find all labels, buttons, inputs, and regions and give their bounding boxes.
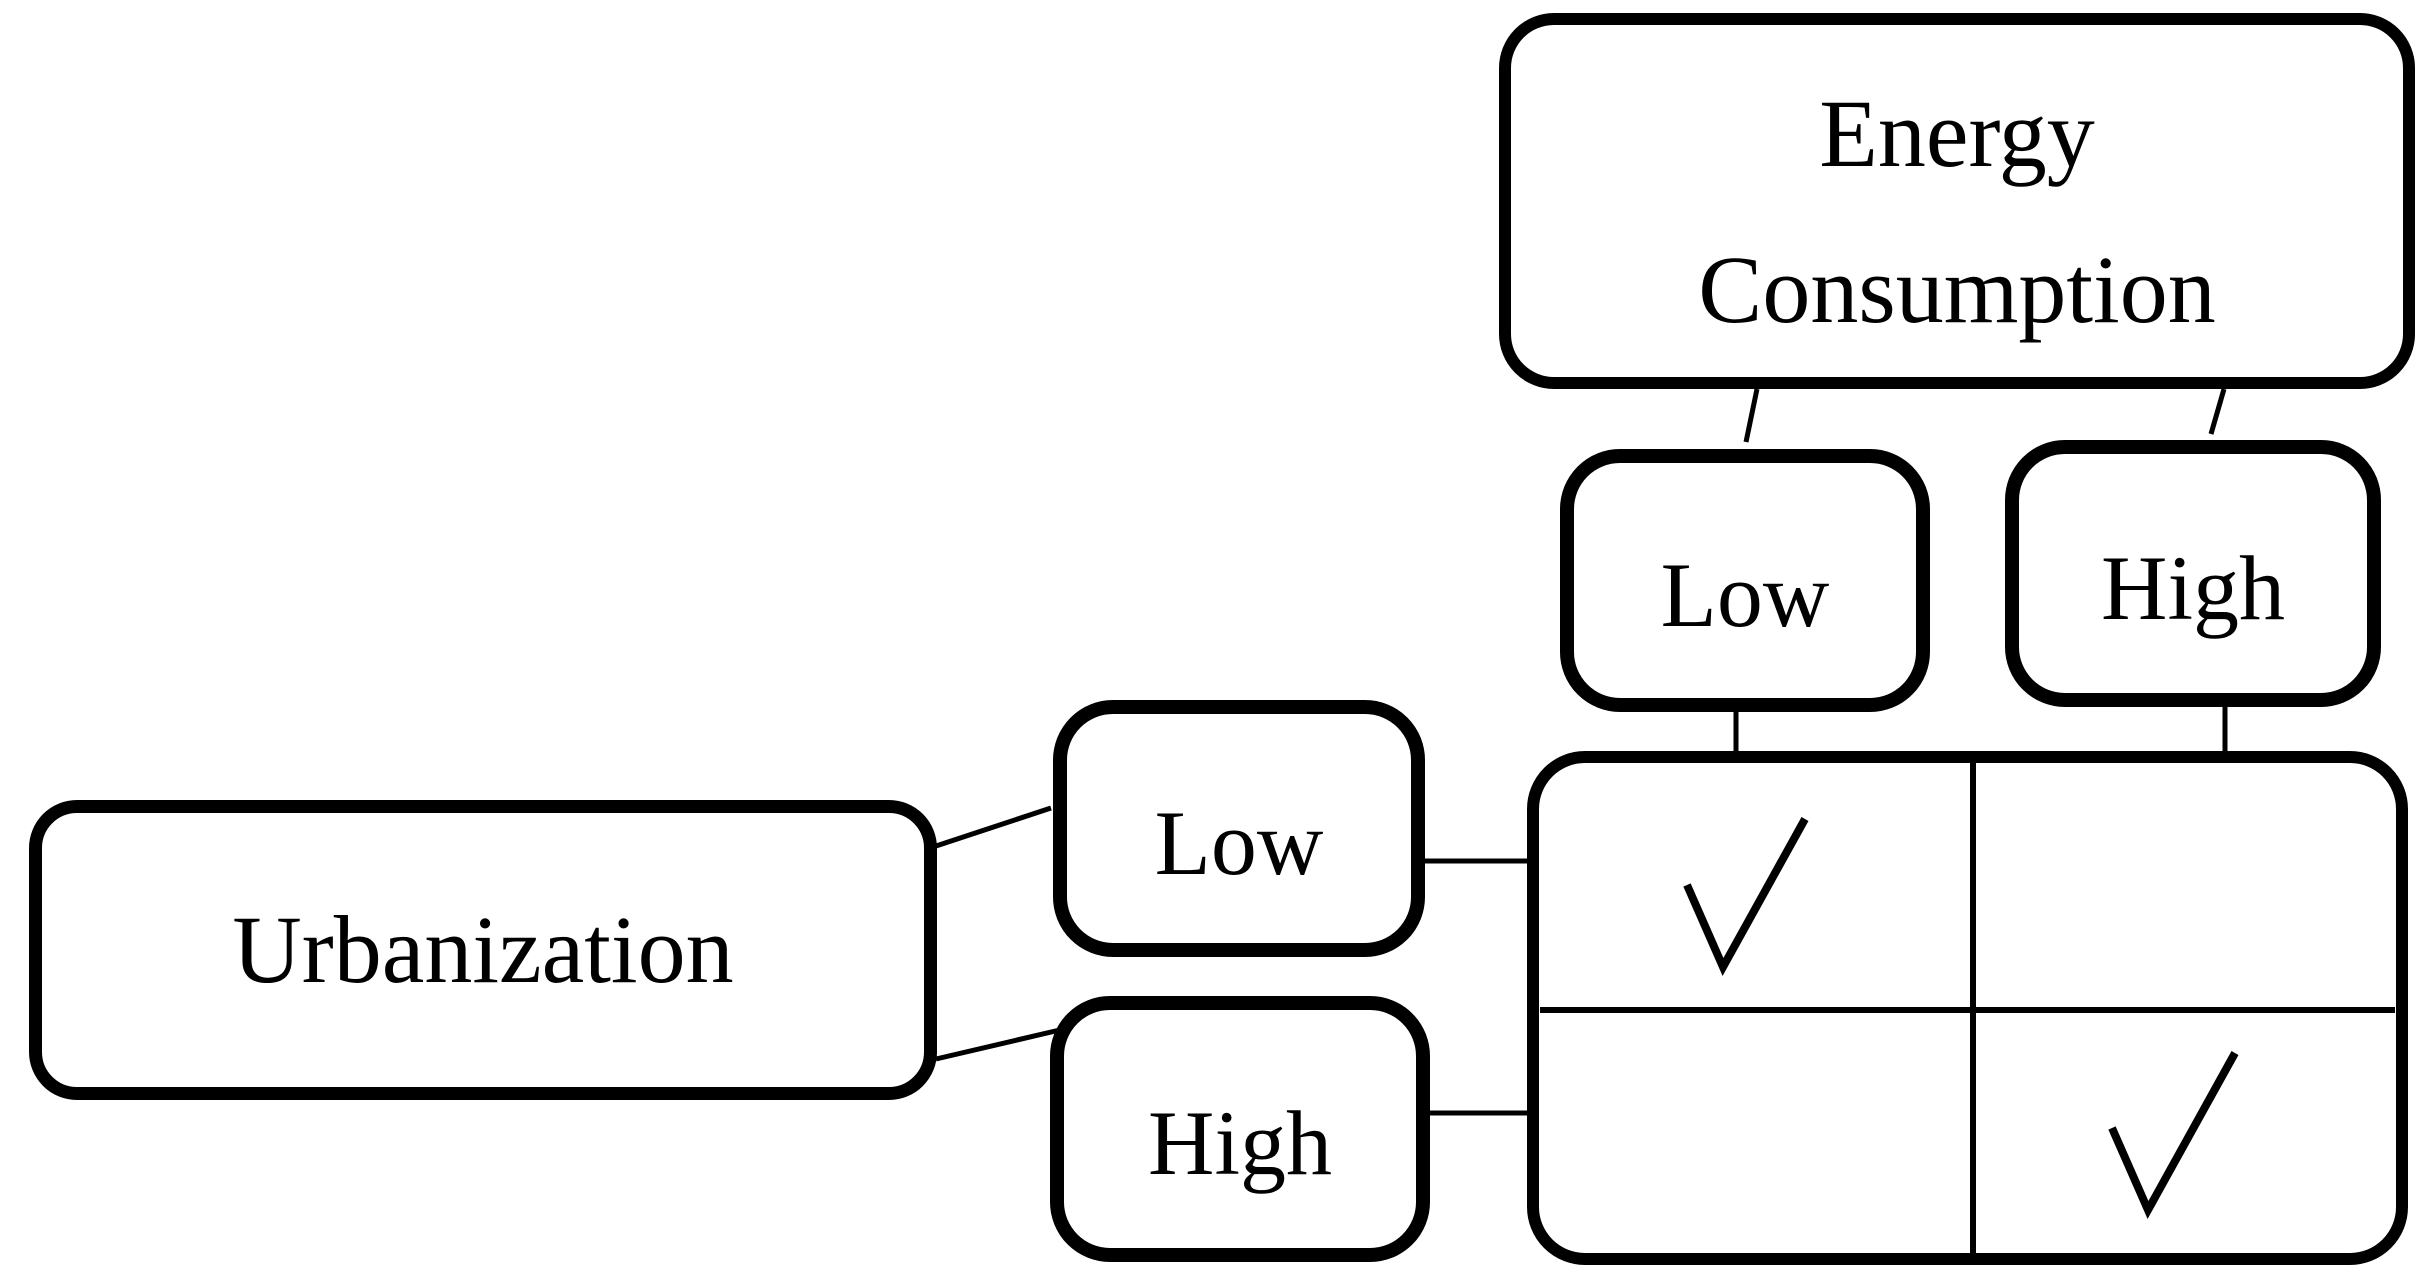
connector-energy-to-high (2208, 388, 2227, 435)
urbanization-high-label: High (1148, 1092, 1332, 1194)
urbanization-high-node: High (1050, 996, 1430, 1262)
energy-consumption-label-line2: Consumption (1698, 236, 2216, 343)
matrix-grid (1527, 751, 2408, 1265)
energy-high-node: High (2005, 440, 2381, 707)
urbanization-node: Urbanization (29, 800, 937, 1100)
connector-urbanization-to-high (935, 1026, 1065, 1062)
energy-consumption-node: Energy Consumption (1499, 13, 2415, 389)
urbanization-low-node: Low (1053, 700, 1425, 957)
connector-urbanization-to-low (935, 805, 1052, 849)
connector-energy-to-low (1743, 388, 1760, 443)
energy-consumption-label-line1: Energy (1819, 80, 2095, 188)
energy-low-label: Low (1660, 543, 1830, 646)
energy-low-node: Low (1560, 449, 1930, 712)
urbanization-label: Urbanization (232, 896, 734, 1003)
urbanization-low-label: Low (1154, 791, 1324, 894)
energy-high-label: High (2101, 536, 2285, 639)
